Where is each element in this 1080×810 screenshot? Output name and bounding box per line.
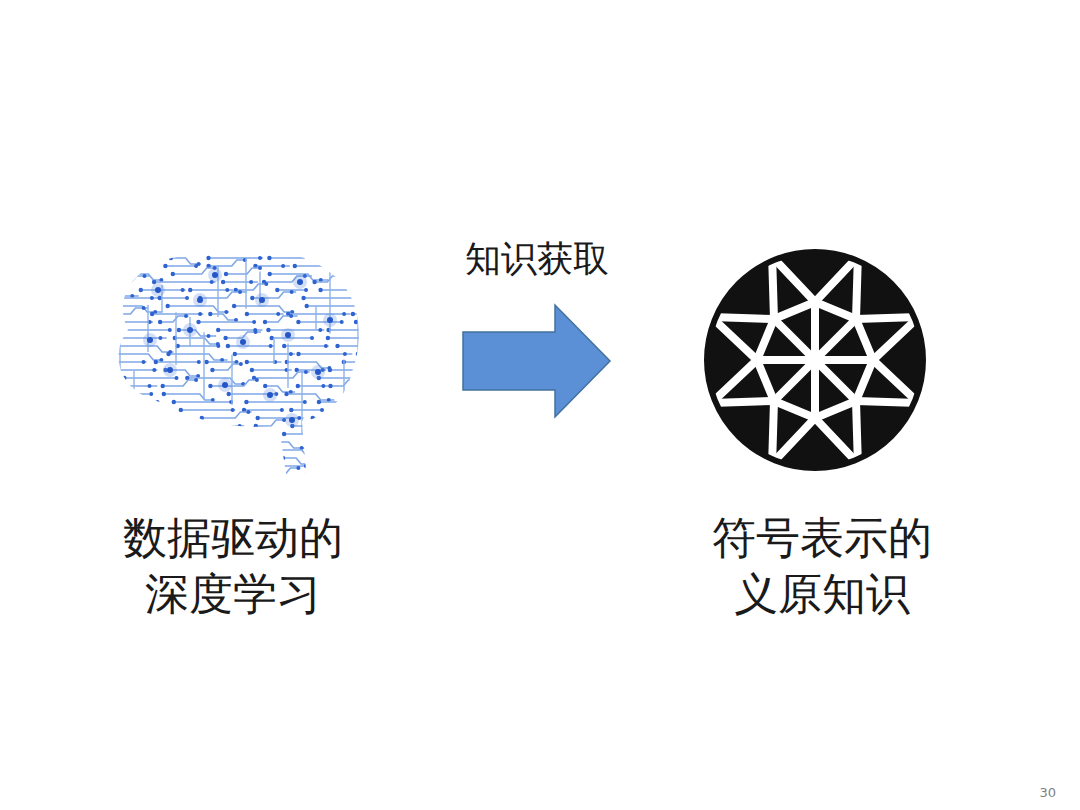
concept-caption: 数据驱动的 深度学习 (116, 510, 349, 622)
page-number: 30 (1039, 785, 1056, 800)
circuit-nodes (143, 268, 337, 427)
concept-caption: 符号表示的 义原知识 (705, 510, 938, 622)
illustrated-concept: 数据驱动的 深度学习 (100, 240, 365, 622)
sememe-diamond-icon (707, 252, 923, 468)
block-arrow (463, 305, 610, 417)
illustrated-concept: 符号表示的 义原知识 (700, 240, 943, 622)
arrow-label: 知识获取 (462, 237, 612, 281)
circuit-brain (103, 250, 417, 482)
